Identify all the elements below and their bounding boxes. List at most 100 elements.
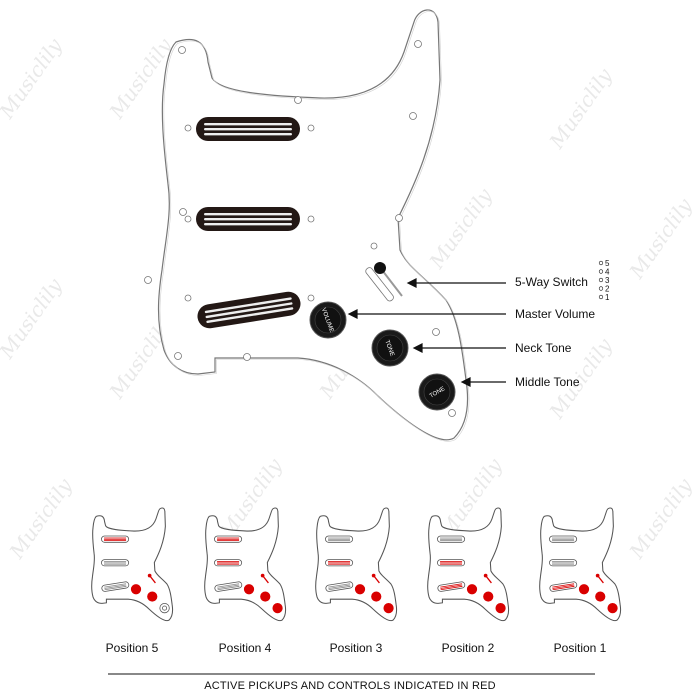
screw-icon [409, 112, 417, 120]
neck-pickup-mini [101, 535, 130, 543]
tone1-knob-mini [371, 591, 382, 602]
position-label: Position 5 [106, 641, 159, 655]
screw-icon [448, 409, 456, 417]
tone2-knob-mini [159, 602, 170, 614]
screw-icon [370, 242, 378, 250]
neck-pickup-mini [214, 535, 243, 543]
screw-icon [307, 124, 315, 132]
switch-position-number: 3 [605, 276, 610, 285]
switch-position-dot [598, 294, 604, 300]
switch-position-number: 1 [605, 293, 610, 302]
watermark-text: Musiclily [0, 273, 67, 363]
volume-knob-mini [578, 584, 590, 595]
bridge-pickup-mini [325, 581, 354, 592]
screw-icon [432, 328, 440, 336]
volume-callout: Master Volume [515, 307, 595, 321]
volume-knob-mini [466, 584, 478, 595]
neck-pickup-mini [325, 535, 354, 543]
tone-knob-2: TONE [418, 373, 456, 411]
position-label: Position 3 [330, 641, 383, 655]
screw-icon [144, 276, 152, 284]
switch-position-number: 5 [605, 259, 610, 268]
screw-icon [184, 215, 192, 223]
switch-position-number: 4 [605, 268, 610, 277]
bridge-pickup [197, 291, 301, 329]
tone-knob-1: TONE [371, 329, 409, 367]
position-label: Position 4 [219, 641, 272, 655]
screw-icon [307, 294, 315, 302]
switch-tip-mini [260, 573, 265, 578]
screw-icon [414, 40, 422, 48]
footer-caption: ACTIVE PICKUPS AND CONTROLS INDICATED IN… [204, 680, 496, 692]
neck-pickup-mini [437, 535, 466, 543]
switch-tip-mini [595, 573, 600, 578]
bridge-pickup-mini [549, 581, 578, 592]
bridge-pickup-mini [437, 581, 466, 592]
switch-tip-icon [374, 262, 386, 274]
neck-pickup [196, 117, 300, 141]
position-diagram: Position 3 [315, 507, 398, 655]
watermark-text: Musiclily [624, 473, 697, 563]
five-way-switch [365, 262, 403, 302]
watermark-text: Musiclily [424, 183, 497, 273]
watermark-text: Musiclily [624, 193, 697, 283]
screw-icon [307, 215, 315, 223]
screw-icon [178, 46, 186, 54]
position-diagram: Position 2 [427, 507, 510, 655]
middle-tone-callout: Middle Tone [515, 375, 580, 389]
middle-pickup-mini [437, 559, 466, 567]
screw-icon [243, 353, 251, 361]
middle-pickup [196, 207, 300, 231]
switch-tip-mini [147, 573, 152, 578]
volume-knob-mini [130, 584, 142, 595]
position-diagrams: Position 5 Position 4 Position 3 Position 2… [91, 507, 622, 655]
neck-tone-callout: Neck Tone [515, 341, 572, 355]
tone1-knob-mini [147, 591, 158, 602]
tone2-knob-mini [495, 602, 506, 614]
main-pickguard: VOLUME TONE TONE [144, 9, 470, 442]
switch-position-dot [598, 286, 604, 291]
switch-position-dot [598, 260, 604, 266]
volume-knob-mini [243, 584, 255, 595]
tone2-knob-mini [272, 602, 283, 614]
callout-arrows [347, 278, 506, 387]
tone2-knob-mini [607, 602, 618, 614]
watermark-text: Musiclily [4, 473, 77, 563]
screw-icon [395, 214, 403, 222]
tone2-knob-mini [383, 602, 394, 614]
position-diagram: Position 1 [539, 507, 622, 655]
middle-pickup-mini [214, 559, 243, 567]
tone1-knob-mini [260, 591, 271, 602]
tone1-knob-mini [595, 591, 606, 602]
screw-icon [184, 124, 192, 132]
screw-icon [184, 294, 192, 302]
middle-pickup-mini [101, 559, 130, 567]
neck-pickup-mini [549, 535, 578, 543]
position-label: Position 1 [554, 641, 607, 655]
position-label: Position 2 [442, 641, 495, 655]
switch-tip-mini [371, 573, 376, 578]
screw-icon [294, 96, 302, 104]
switch-callout: 5-Way Switch [515, 275, 588, 289]
tone-knob-label: TONE [383, 340, 394, 358]
position-diagram: Position 5 [91, 507, 174, 655]
position-diagram: Position 4 [204, 507, 287, 655]
volume-knob-mini [354, 584, 366, 595]
switch-position-dot [598, 269, 604, 274]
screw-icon [174, 352, 182, 360]
switch-tip-mini [483, 573, 488, 578]
middle-pickup-mini [549, 559, 578, 567]
screw-group [144, 40, 456, 417]
watermark-text: Musiclily [0, 33, 67, 123]
bridge-pickup-mini [101, 581, 130, 592]
volume-knob: VOLUME [309, 301, 347, 339]
middle-pickup-mini [325, 559, 354, 567]
screw-icon [179, 208, 187, 216]
bridge-pickup-mini [214, 581, 243, 592]
tone1-knob-mini [483, 591, 494, 602]
switch-position-number: 2 [605, 285, 610, 294]
watermark-text: Musiclily [544, 63, 617, 153]
switch-position-dot [598, 277, 604, 283]
